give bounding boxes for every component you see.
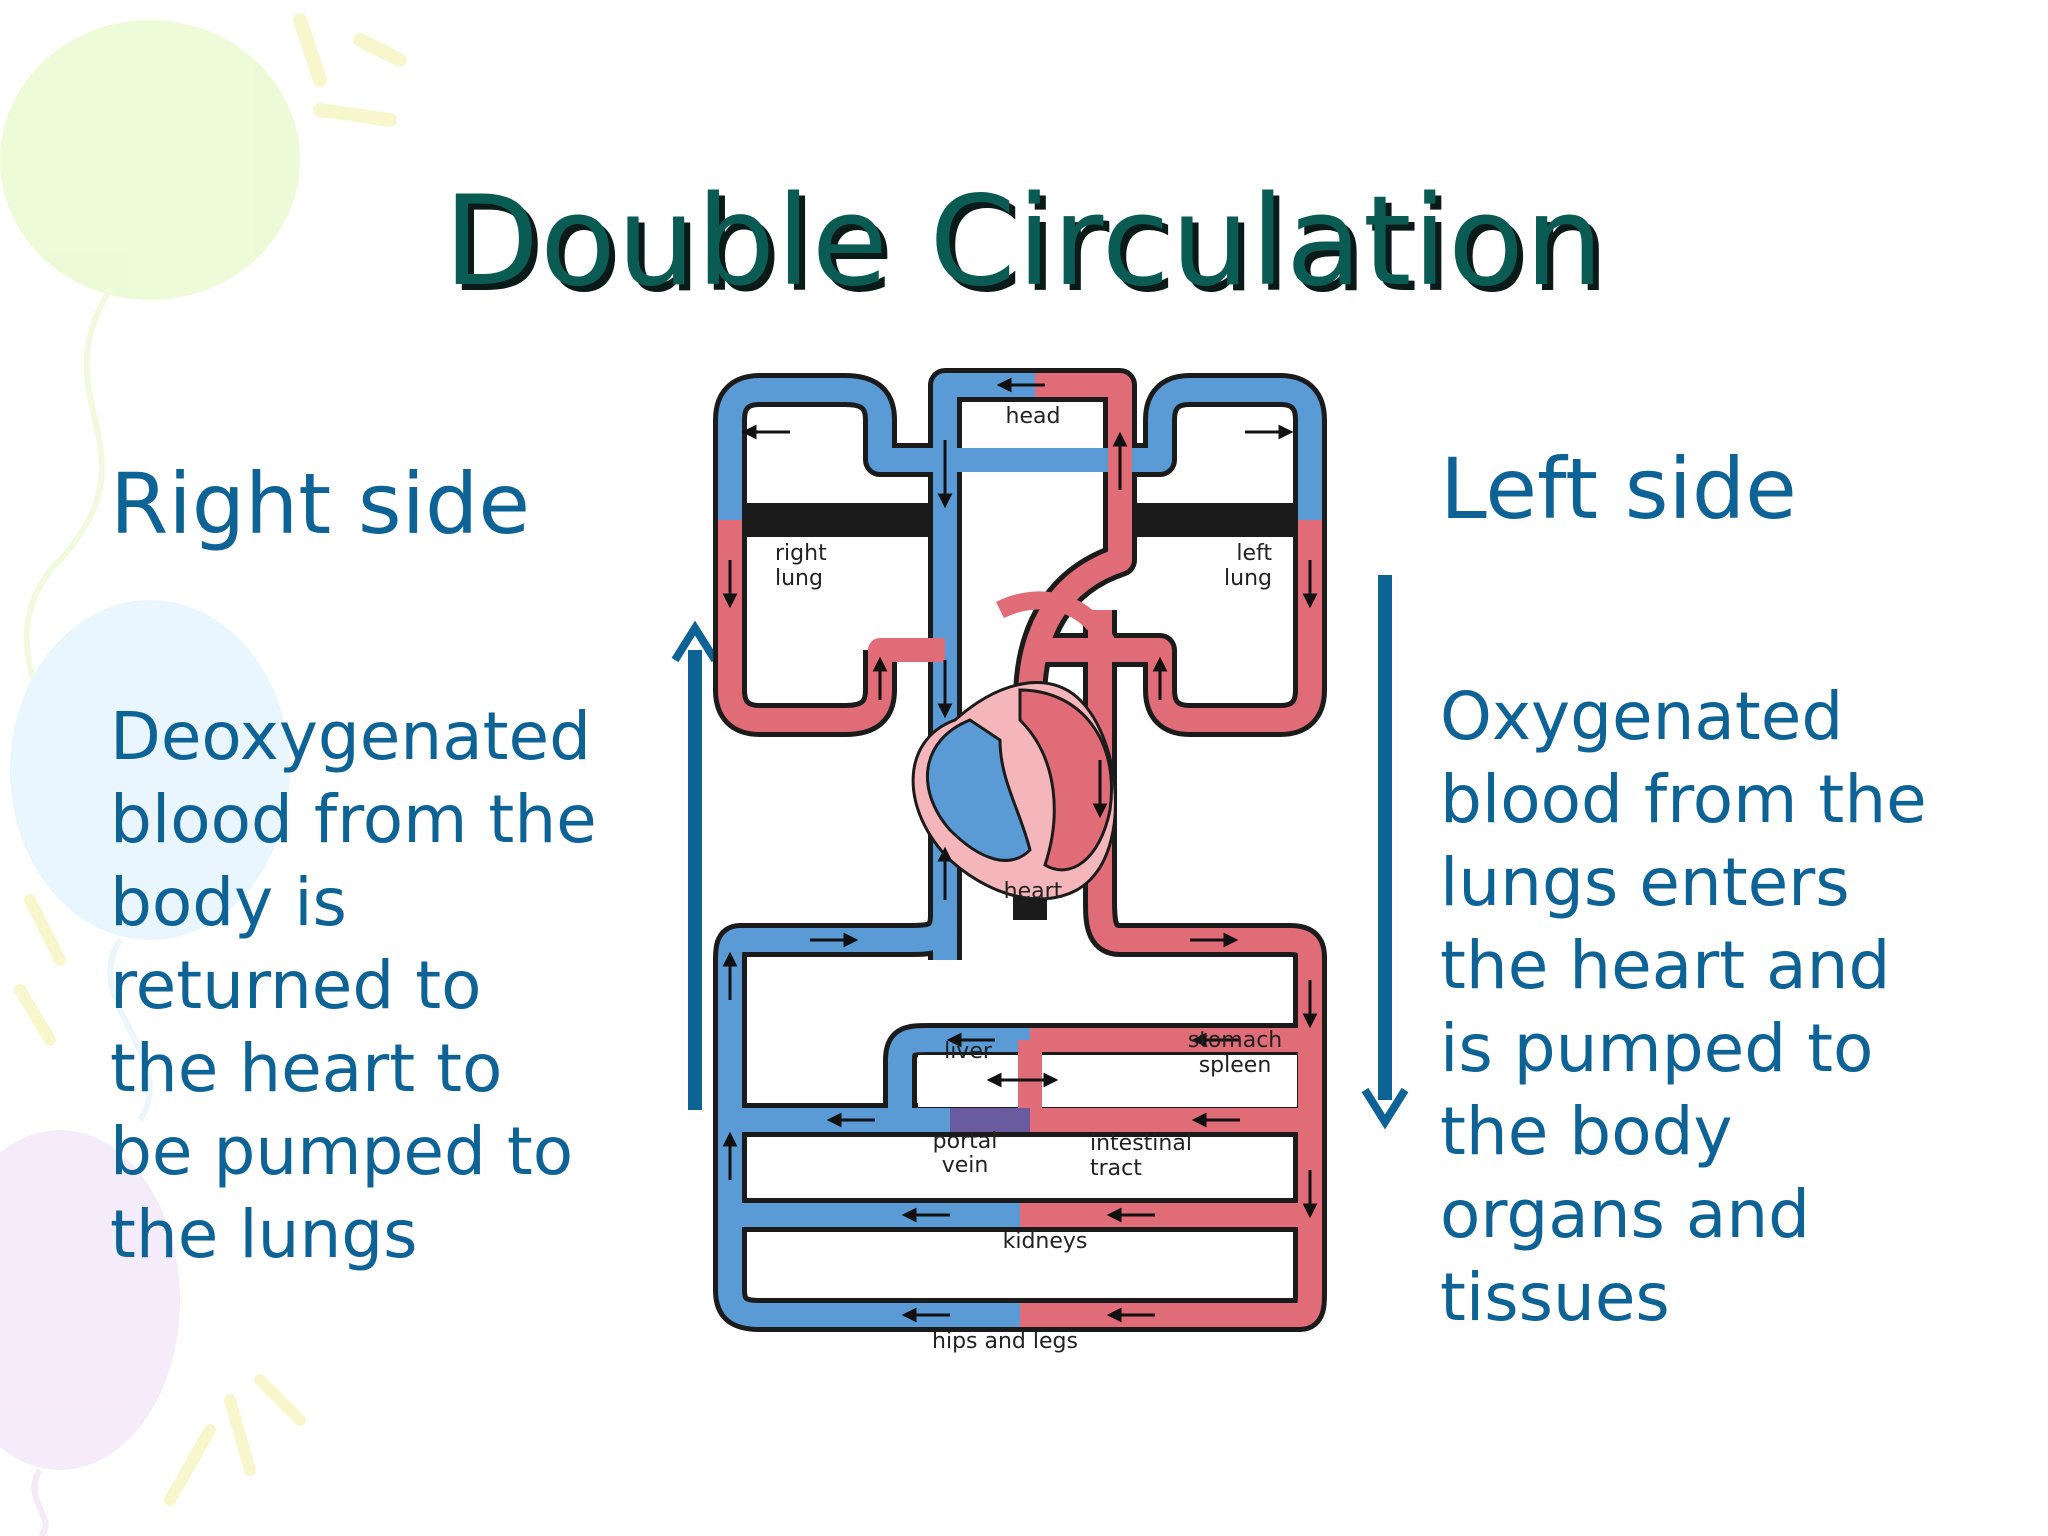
description-line: the body — [1440, 1093, 1733, 1170]
label-liver: liver — [944, 1039, 993, 1064]
label-right-lung-1: right — [775, 541, 827, 566]
description-line: the heart to — [110, 1030, 503, 1107]
label-left-lung-1: left — [1236, 541, 1272, 566]
left-side-description: Oxygenated blood from the lungs enters t… — [1440, 675, 1927, 1339]
label-tract: tract — [1090, 1156, 1142, 1181]
upward-flow-arrow — [671, 620, 719, 1110]
label-vein: vein — [942, 1153, 989, 1178]
description-line: be pumped to — [110, 1113, 574, 1190]
left-side-heading: Left side — [1440, 440, 1797, 538]
description-line: the heart and — [1440, 927, 1891, 1004]
description-line: the lungs — [110, 1196, 418, 1273]
label-stomach: stomach — [1188, 1028, 1283, 1053]
description-line: lungs enters — [1440, 844, 1850, 921]
label-intestinal: intestinal — [1090, 1131, 1192, 1156]
circulation-diagram: head right lung left lung heart liver st… — [713, 368, 1327, 1354]
label-portal: portal — [933, 1129, 998, 1154]
description-line: organs and — [1440, 1176, 1811, 1253]
description-line: tissues — [1440, 1259, 1670, 1336]
label-heart: heart — [1004, 879, 1063, 904]
description-line: returned to — [110, 947, 482, 1024]
slide-title: Double Circulation — [443, 170, 1605, 314]
label-right-lung-2: lung — [775, 566, 823, 591]
description-line: Deoxygenated — [110, 698, 592, 775]
label-head: head — [1006, 404, 1061, 429]
description-line: body is — [110, 864, 347, 941]
description-line: is pumped to — [1440, 1010, 1874, 1087]
description-line: blood from the — [110, 781, 597, 858]
description-line: Oxygenated — [1440, 678, 1844, 755]
label-hips-and-legs: hips and legs — [932, 1329, 1078, 1354]
downward-flow-arrow — [1361, 575, 1409, 1130]
heart-shape — [911, 591, 1119, 901]
right-side-heading: Right side — [110, 455, 530, 553]
label-spleen: spleen — [1199, 1053, 1272, 1078]
right-side-description: Deoxygenated blood from the body is retu… — [110, 695, 597, 1276]
label-kidneys: kidneys — [1003, 1229, 1088, 1254]
label-left-lung-2: lung — [1224, 566, 1272, 591]
description-line: blood from the — [1440, 761, 1927, 838]
